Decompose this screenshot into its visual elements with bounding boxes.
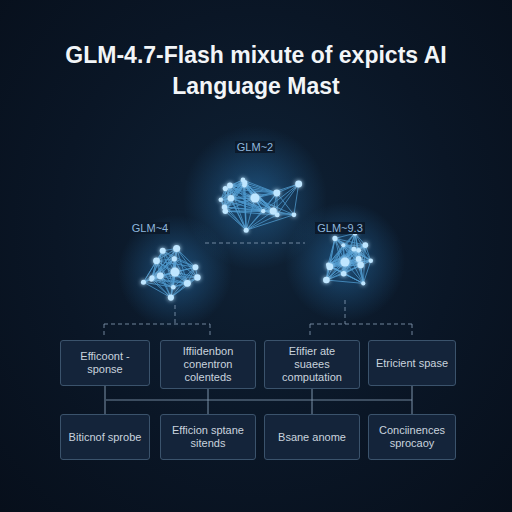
connector [412,386,413,414]
diagram-title: GLM-4.7-Flash mixute of expicts AI Langu… [36,40,476,102]
box-text: Iffiidenbon conentron colenteds [166,345,250,384]
model-label: GLM~9.3 [315,222,365,234]
connector [105,386,106,414]
connector [312,389,313,414]
box-text: Efficoont - sponse [66,350,144,376]
model-label: GLM~4 [130,222,170,234]
feature-box: Iffiidenbon conentron colenteds [160,340,256,389]
box-text: Efifier ate suaees computation [270,345,354,384]
feature-box: Bsane anome [264,414,360,460]
feature-box: Efifier ate suaees computation [264,340,360,389]
box-text: Conciinences sprocaoy [374,424,450,450]
feature-box: Conciinences sprocaoy [368,414,456,460]
feature-box: Etricient spase [368,340,456,386]
box-text: Biticnof sprobe [69,431,142,444]
dashed-bracket [104,243,412,338]
feature-box: Efficoont - sponse [60,340,150,386]
feature-box: Efficion sptane sitends [160,414,256,460]
model-label: GLM~2 [235,141,275,153]
bus-line [106,400,412,401]
box-text: Bsane anome [278,431,346,444]
box-text: Efficion sptane sitends [166,424,250,450]
connector [208,389,209,414]
feature-box: Biticnof sprobe [60,414,150,460]
box-text: Etricient spase [376,357,448,370]
